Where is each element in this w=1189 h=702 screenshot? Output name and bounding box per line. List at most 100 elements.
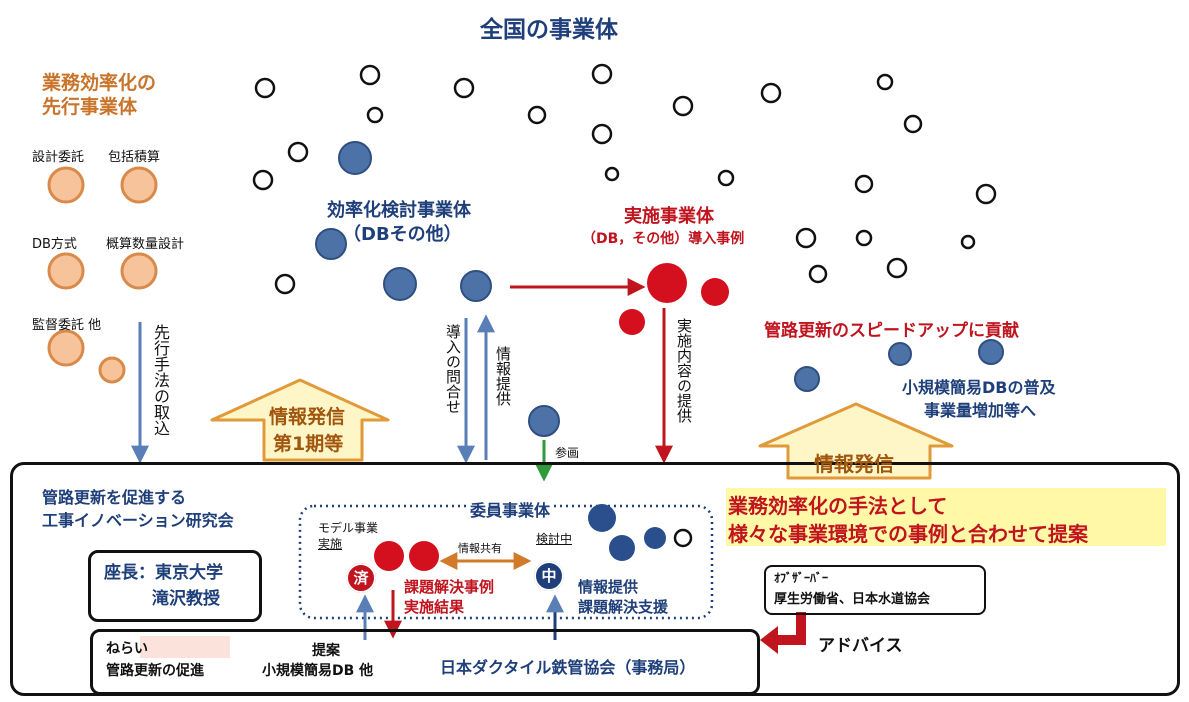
implement-label-line1: 実施事業体 [624,206,714,227]
white-circle [855,229,873,247]
arrow-advice-head [760,626,778,654]
secretariat-name: 日本ダクタイル鉄管協会（事務局） [440,658,696,677]
mid-result-line1: 情報提供 [578,578,639,596]
pioneer-title-line2: 先行事業体 [42,96,138,118]
white-circle [876,73,894,91]
observer-label: ｵﾌﾞｻﾞｰﾊﾞｰ [774,571,829,585]
secretariat-proposal-line2: 小規模簡易DB 他 [262,663,374,679]
method-label-estimate: 包括積算 [108,150,161,165]
white-circle [527,105,547,125]
method-label-db: DB方式 [32,237,77,252]
blue-circle [383,267,417,301]
white-circle [854,174,874,194]
blue-circle [888,342,912,366]
white-circle [672,95,694,117]
proposal-highlight [726,488,1166,546]
aim-text: 管路更新の促進 [106,663,204,679]
mid-result-line2: 課題解決支援 [578,598,669,616]
white-circle [717,169,735,187]
implement-label-line2: （DB，その他）導入事例 [582,231,745,247]
banner-left-shape [210,378,390,462]
society-name-line1: 管路更新を促進する [42,488,187,507]
blue-circle [644,527,666,549]
blue-circle [794,366,820,392]
white-circle [886,257,908,279]
red-circle [647,263,687,303]
method-label-design: 設計委託 [32,150,85,165]
pioneer-title-line1: 業務効率化の [42,72,157,94]
orange-circle [47,252,85,290]
banner-left-line1: 情報発信 [269,406,346,428]
spread-label-line1: 小規模簡易DBの普及 [902,378,1056,397]
observer-box [764,565,986,615]
white-circle [808,264,828,284]
info-provide-label: 情報提供 [494,346,512,406]
secretariat-proposal-line1: 提案 [312,643,340,659]
blue-circle [588,504,616,532]
white-circle [960,234,976,250]
done-result-line1: 課題解決事例 [404,578,495,596]
chair-box [88,550,262,622]
red-circle [409,541,439,571]
white-circle [903,114,923,134]
advice-label: アドバイス [818,636,903,656]
model-label-line1: モデル事業 [318,521,379,535]
observer-members: 厚生労働省、日本水道協会 [774,592,931,607]
arrow-advice [776,612,806,645]
red-circle [374,541,404,571]
red-circle [619,309,645,335]
orange-circle [120,166,158,204]
white-circle [453,77,475,99]
participate-label: 参画 [555,446,580,460]
white-circle [287,141,309,163]
red-circle [701,278,729,306]
intake-label: 先行手法の取込 [151,324,170,436]
white-circle [795,227,817,249]
orange-circle [98,356,126,384]
info-share-label: 情報共有 [458,542,502,555]
white-circle [359,64,381,86]
white-circle [604,166,620,182]
impl-provide-label: 実施内容の提供 [675,318,693,423]
efficiency-label-line2: （DBその他） [343,224,462,245]
proposal-line1: 業務効率化の手法として [728,494,948,518]
chair-line1: 座長：東京大学 [104,563,223,583]
white-circle [254,77,276,99]
white-circle [591,63,613,85]
red-circles [619,263,729,335]
method-label-quantity: 概算数量設計 [106,237,185,252]
blue-circles [315,141,1004,437]
done-badge: 済 [346,563,376,593]
model-label-line2: 実施 [318,537,343,551]
efficiency-label-line1: 効率化検討事業体 [327,200,471,221]
orange-circle [47,329,85,367]
white-circle [366,106,384,124]
white-circle [673,528,693,548]
blue-circle [315,228,347,260]
aim-label: ねらい [106,641,148,657]
page-title: 全国の事業体 [480,17,618,43]
society-name-line2: 工事イノベーション研究会 [42,511,234,530]
proposal-line2: 様々な事業環境での事例と合わせて提案 [728,522,1088,546]
blue-circle [978,339,1004,365]
inquiry-label: 導入の問合せ [444,324,462,414]
blue-circle [609,535,635,561]
committee-title: 委員事業体 [466,497,555,521]
white-circle [274,273,296,295]
orange-circle [120,252,158,290]
aim-highlight [140,636,230,658]
secretariat-box [90,629,760,695]
white-circle [591,123,613,145]
review-label: 検討中 [536,532,573,546]
spread-label-line2: 事業量増加等へ [924,401,1037,420]
banner-right-line1: 情報発信 [814,452,894,476]
mid-badge: 中 [534,561,564,591]
white-circle [252,169,274,191]
white-circle [760,82,782,104]
blue-circle [460,270,492,302]
banner-left-line2: 第1期等 [273,433,344,455]
orange-circles [47,166,158,384]
blue-circle [338,141,372,175]
orange-circle [47,166,85,204]
chair-line2: 滝沢教授 [152,589,220,609]
